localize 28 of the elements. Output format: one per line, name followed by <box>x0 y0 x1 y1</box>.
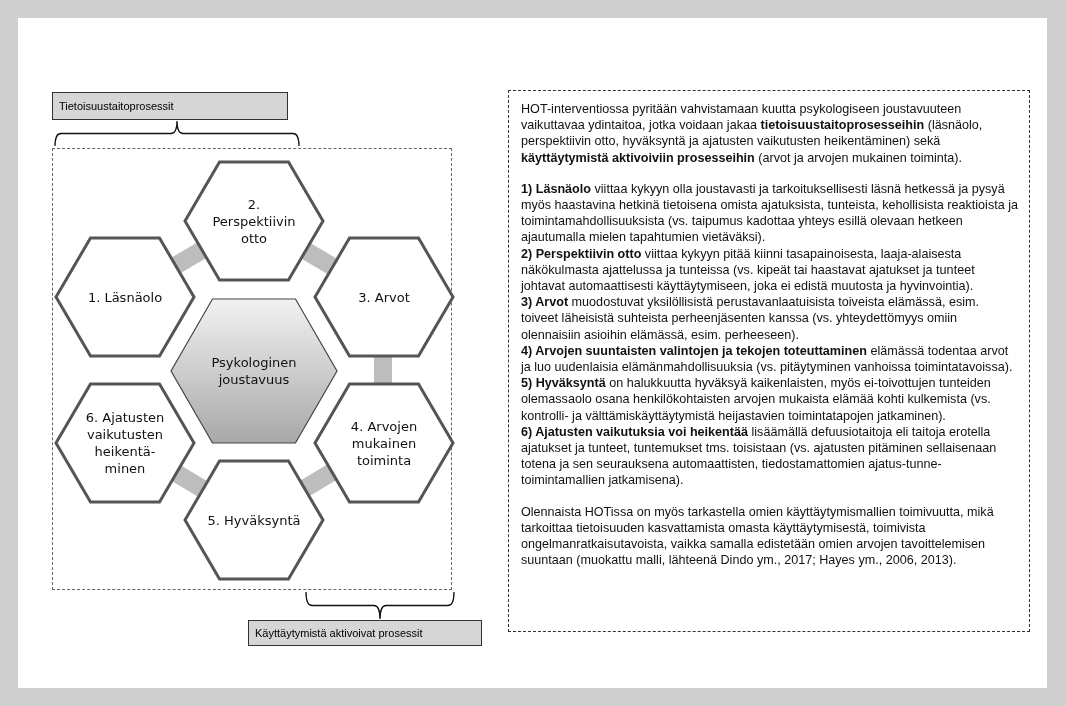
label-box: Käyttäytymistä aktivoivat prosessit <box>248 620 482 646</box>
paragraph: 1) Läsnäolo viittaa kykyyn olla joustavasti ja tarkoituksellisesti läsnä hetkessä ja pysyä myös haastavina hetkinä tietoisena omista ajatuksista, tunteista, kehollisista reaktioista ja toimintamahdollisuuksista (vs. taipumus kadottaa yhteys esillä olevaan hetkeen ajautumalla mielen tapahtumien vietäväksi). <box>521 180 1019 246</box>
hexagon <box>54 236 196 358</box>
hexagon-label: 1. Läsnäolo <box>86 288 164 307</box>
paragraph: 5) Hyväksyntä on halukkuutta hyväksyä kaikenlaisten, myös ei-toivottujen tunteiden olemassaolo osana henkilökohtaisten arvojen mukaista elämää kohti kulkemista (vs. kontrolli- ja välttämiskäyttäytymistä heijastavien toimintatapojen jatkaminen). <box>521 375 992 424</box>
hexagon <box>183 459 325 581</box>
paragraph: 3) Arvot muodostuvat yksilöllisistä perustavanlaatuisista toiveista elämässä, esim. toiveet läheisistä suhteista perheenjäsenten kanssa (vs. yhteydettömyys omiin olennaisiin asioihin elämässä, esim. perheeseen). <box>521 294 980 343</box>
paragraph: 2) Perspektiivin otto viittaa kykyyn pitää kiinni tasapainoisesta, laaja-alaisesta näkökulmasta ajattelussa ja tunteissa (vs. kipeät tai haastavat ajatukset ja tunteet johtavat automaattisesti käyttäytymiseen, joka ei edistä muutosta ja hyvinvointia). <box>521 245 976 295</box>
hexagon-label: 3. Arvot <box>357 288 411 307</box>
paragraph: 4) Arvojen suuntaisten valintojen ja tekojen toteuttaminen elämässä todentaa arvot ja luo uudenlaisia elämänmahdollisuuksia (vs. pitäytyminen vanhoissa toimintatavoissa). <box>521 342 1014 376</box>
dashed-frame <box>52 148 452 590</box>
hexagon-label: 5. Hyväksyntä <box>206 511 302 530</box>
label-box: Tietoisuustaitoprosessit <box>52 92 288 120</box>
hexagon-label: 6. Ajatusten vaikutusten heikentä- minen <box>84 409 166 478</box>
hexagon <box>54 382 196 504</box>
connector-band <box>170 242 207 274</box>
hexagon <box>183 160 325 282</box>
paragraph: 6) Ajatusten vaikutuksia voi heikentää lisäämällä defuusiotaitoja eli taitoja erotella ajatukset ja tunteet, tuntemukset tms. toisistaan (vs. ajatusten pitäminen sellaisenaan totena ja sen seurauksena automaattisten, tiedostamattomien ajatus-tunne-toimintamallien jatkamisena). <box>521 423 998 489</box>
hexagon-label: 4. Arvojen mukainen toiminta <box>349 417 419 470</box>
paragraph: HOT-interventiossa pyritään vahvistamaan kuutta psykologiseen joustavuuteen vaikuttavaa ydintaitoa, jotka voidaan jakaa tietoisuustaitoprosesseihin (läsnäolo, perspektiivin otto, hyväksyntä ja ajatusten vaikutusten heikentäminen) sekä käyttäytymistä aktivoiviin prosesseihin (arvot ja arvojen mukainen toiminta). <box>521 101 984 166</box>
hexagon-label: 2. Perspektiivin otto <box>213 195 295 248</box>
text-panel <box>508 90 1030 632</box>
hexagon-label: Psykologinen joustavuus <box>210 354 298 389</box>
hexagon <box>313 236 455 358</box>
hexagon <box>313 382 455 504</box>
connector-band <box>299 464 337 497</box>
center-hexagon <box>169 297 339 445</box>
paragraph: Olennaista HOTissa on myös tarkastella omien käyttäytymismallien toimivuutta, mikä tarkoittaa tietoisuuden kasvattamista omasta käyttäytymisestä, toimivista ongelmanratkaisutavoista, vaikka samalla edistetään omien arvojen tavoittelemisen suuntaan (muokattu malli, lähteenä Dindo ym., 2017; Hayes ym., 2006, 2013). <box>521 503 995 569</box>
